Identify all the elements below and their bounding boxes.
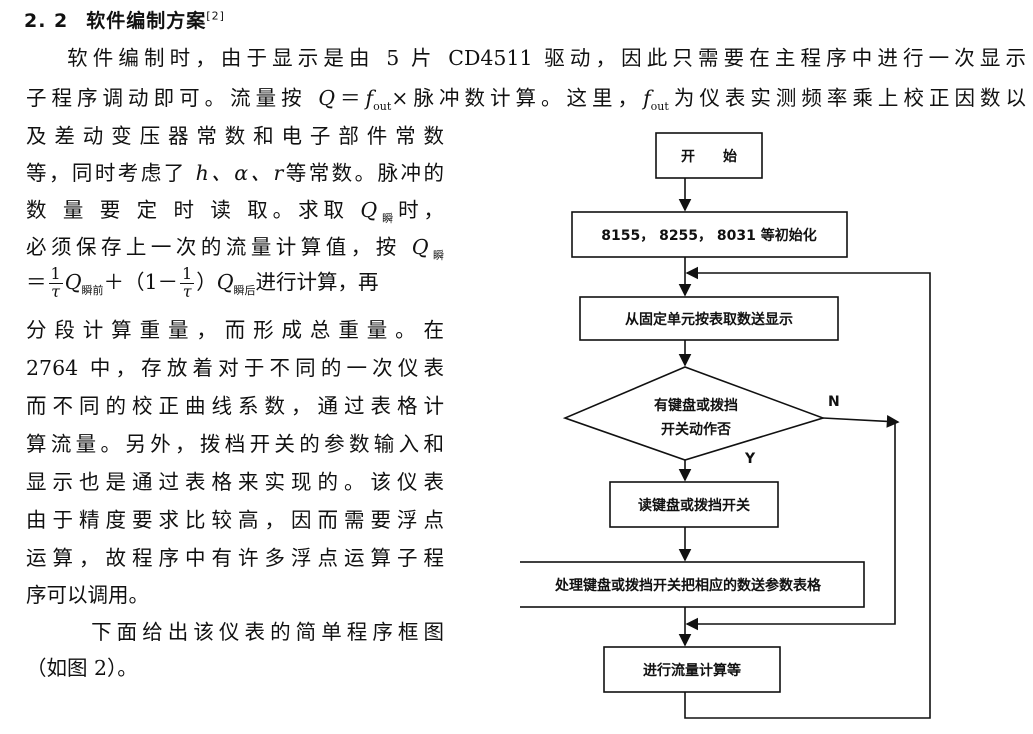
compute-label: 进行流量计算等 bbox=[643, 662, 741, 679]
read-keys-label: 读键盘或拨挡开关 bbox=[638, 497, 750, 514]
paragraph-line: 而不同的校正曲线系数，通过表格计 bbox=[26, 394, 444, 418]
paragraph-line: 必须保存上一次的流量计算值，按 Q瞬 bbox=[26, 235, 445, 263]
read-keys-box bbox=[609, 481, 779, 528]
display-label: 从固定单元按表取数送显示 bbox=[625, 311, 793, 328]
paragraph-line: 序可以调用。 bbox=[26, 583, 149, 607]
paragraph-line: 由于精度要求比较高，因而需要浮点 bbox=[26, 508, 444, 532]
paragraph-line: 软件编制时，由于显示是由 5 片 CD4511 驱动，因此只需要在主程序中进行一… bbox=[62, 46, 1026, 70]
decision-label-line1: 有键盘或拨挡 bbox=[654, 397, 738, 414]
start-label: 开 始 bbox=[681, 148, 737, 165]
paragraph-line: 数 量 要 定 时 读 取。求取 Q瞬时， bbox=[26, 198, 445, 226]
decision-label-line2: 开关动作否 bbox=[661, 421, 731, 438]
citation-marker: [2] bbox=[206, 9, 225, 23]
compute-box bbox=[603, 646, 781, 693]
yes-branch-label: Y bbox=[744, 451, 756, 467]
paragraph-line: 子程序调动即可。流量按 Q＝fout×脉冲数计算。这里，fout为仪表实测频率乘… bbox=[26, 86, 1026, 114]
paragraph-line: （如图 2）。 bbox=[26, 656, 138, 680]
paragraph-line: 算流量。另外，拨档开关的参数输入和 bbox=[26, 432, 444, 456]
program-flowchart: 开 始 8155， 8255， 8031 等初始化 从固定单元按表取数送显示 有… bbox=[520, 120, 940, 732]
paragraph-line: 显示也是通过表格来实现的。该仪表 bbox=[26, 470, 444, 494]
init-label: 8155， 8255， 8031 等初始化 bbox=[601, 227, 817, 244]
process-label: 处理键盘或拨挡开关把相应的数送参数表格 bbox=[554, 577, 822, 594]
init-box bbox=[571, 211, 848, 258]
section-number: 2. 2 bbox=[24, 10, 69, 32]
section-heading: 2. 2 软件编制方案[2] bbox=[24, 6, 225, 33]
paragraph-line: 运算，故程序中有许多浮点运算子程 bbox=[26, 546, 444, 570]
paragraph-line: 等，同时考虑了 h、α、r等常数。脉冲的 bbox=[26, 161, 444, 185]
process-box bbox=[520, 561, 865, 608]
section-title: 软件编制方案 bbox=[86, 10, 207, 32]
no-branch-label: N bbox=[828, 394, 840, 410]
display-box bbox=[579, 296, 839, 341]
paragraph-line: 下面给出该仪表的简单程序框图 bbox=[86, 620, 444, 644]
start-box bbox=[655, 132, 763, 179]
paragraph-line: 分段计算重量，而形成总重量。在 bbox=[26, 318, 444, 342]
paragraph-line: 2764 中，存放着对于不同的一次仪表 bbox=[26, 356, 444, 380]
paragraph-line: 及差动变压器常数和电子部件常数 bbox=[26, 124, 444, 148]
